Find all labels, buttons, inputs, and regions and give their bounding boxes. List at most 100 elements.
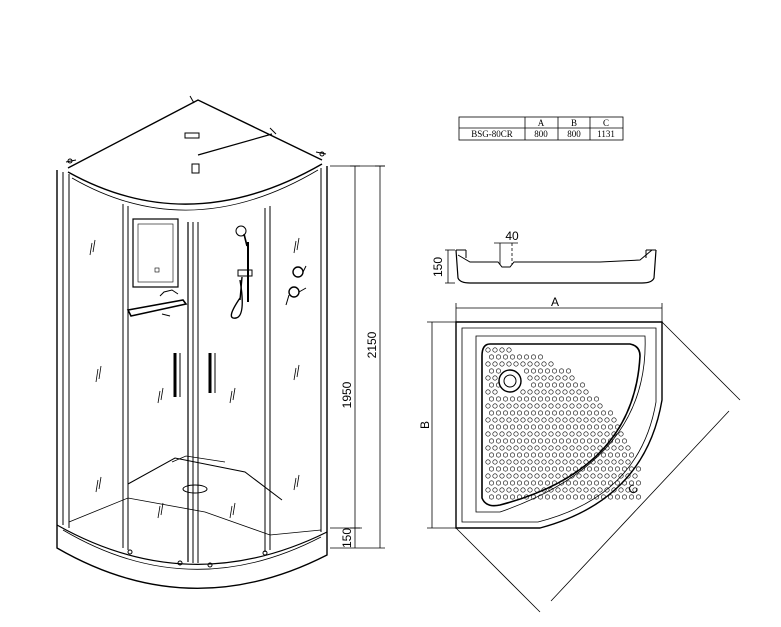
anti-slip-dot — [534, 473, 540, 479]
anti-slip-dot — [492, 473, 498, 479]
anti-slip-dot — [621, 480, 627, 486]
anti-slip-dot — [495, 480, 501, 486]
anti-slip-dot — [555, 459, 561, 465]
anti-slip-dot — [572, 396, 578, 402]
cabin-dimension-lines — [330, 165, 385, 549]
anti-slip-dot — [614, 438, 620, 444]
anti-slip-dot — [499, 417, 505, 423]
anti-slip-dot — [548, 473, 554, 479]
anti-slip-dot — [597, 445, 603, 451]
anti-slip-dot — [537, 452, 543, 458]
anti-slip-dot — [530, 410, 536, 416]
anti-slip-dot — [618, 445, 624, 451]
anti-slip-dot — [548, 361, 554, 367]
anti-slip-dot — [621, 438, 627, 444]
anti-slip-dot — [527, 445, 533, 451]
anti-slip-dot — [485, 417, 491, 423]
anti-slip-dot — [516, 452, 522, 458]
anti-slip-dot — [499, 445, 505, 451]
anti-slip-dot — [534, 361, 540, 367]
anti-slip-dot — [492, 431, 498, 437]
anti-slip-dot — [537, 410, 543, 416]
anti-slip-dot — [600, 438, 606, 444]
anti-slip-dot — [495, 354, 501, 360]
anti-slip-dot — [502, 438, 508, 444]
anti-slip-dot — [509, 424, 515, 430]
anti-slip-dot — [576, 445, 582, 451]
anti-slip-dot — [555, 473, 561, 479]
anti-slip-dot — [516, 396, 522, 402]
dimension-total-height: 2150 — [365, 331, 379, 358]
anti-slip-dot — [537, 396, 543, 402]
anti-slip-dot — [544, 410, 550, 416]
anti-slip-dot — [506, 417, 512, 423]
anti-slip-dot — [604, 459, 610, 465]
anti-slip-dot — [607, 410, 613, 416]
anti-slip-dot — [548, 403, 554, 409]
anti-slip-dot — [590, 431, 596, 437]
anti-slip-dot — [597, 431, 603, 437]
anti-slip-dot — [565, 382, 571, 388]
anti-slip-dot — [534, 403, 540, 409]
anti-slip-dot — [600, 494, 606, 500]
anti-slip-dot — [502, 396, 508, 402]
anti-slip-dot — [611, 487, 617, 493]
anti-slip-dot — [485, 487, 491, 493]
plan-side-b-label: B — [418, 421, 432, 429]
anti-slip-dot — [551, 452, 557, 458]
anti-slip-dot — [544, 368, 550, 374]
anti-slip-dot — [586, 466, 592, 472]
cabin-roof — [67, 99, 323, 169]
anti-slip-dot — [562, 389, 568, 395]
spec-model: BSG-80CR — [471, 129, 513, 139]
anti-slip-dot — [611, 459, 617, 465]
anti-slip-dot — [621, 466, 627, 472]
anti-slip-dot — [499, 487, 505, 493]
anti-slip-dot — [558, 410, 564, 416]
anti-slip-dot — [590, 403, 596, 409]
anti-slip-dot — [597, 487, 603, 493]
anti-slip-dot — [590, 417, 596, 423]
anti-slip-dot — [618, 459, 624, 465]
anti-slip-dot — [628, 480, 634, 486]
anti-slip-dot — [583, 403, 589, 409]
anti-slip-dot — [492, 403, 498, 409]
anti-slip-dot — [625, 459, 631, 465]
anti-slip-dot — [516, 480, 522, 486]
anti-slip-dot — [625, 487, 631, 493]
anti-slip-dot — [593, 480, 599, 486]
anti-slip-dot — [527, 487, 533, 493]
spec-header-b: B — [571, 118, 577, 128]
anti-slip-dot — [551, 466, 557, 472]
anti-slip-dot — [499, 473, 505, 479]
anti-slip-dot — [495, 494, 501, 500]
anti-slip-dot — [555, 389, 561, 395]
anti-slip-dot — [558, 424, 564, 430]
anti-slip-dot — [509, 396, 515, 402]
anti-slip-dot — [583, 487, 589, 493]
anti-slip-dot — [558, 452, 564, 458]
anti-slip-dot — [555, 445, 561, 451]
anti-slip-dot — [583, 389, 589, 395]
anti-slip-dot — [548, 487, 554, 493]
anti-slip-dot — [492, 361, 498, 367]
anti-slip-dot — [502, 424, 508, 430]
anti-slip-dot — [520, 361, 526, 367]
anti-slip-dot — [569, 445, 575, 451]
anti-slip-dot — [492, 459, 498, 465]
anti-slip-dot — [530, 424, 536, 430]
anti-slip-dot — [635, 480, 641, 486]
anti-slip-dot — [534, 375, 540, 381]
profile-depth-label: 40 — [505, 229, 519, 243]
anti-slip-dot — [516, 438, 522, 444]
anti-slip-dot — [527, 459, 533, 465]
anti-slip-dot — [520, 459, 526, 465]
anti-slip-dot — [635, 466, 641, 472]
anti-slip-dot — [625, 445, 631, 451]
anti-slip-dot — [569, 375, 575, 381]
anti-slip-dot — [499, 431, 505, 437]
anti-slip-dot — [495, 396, 501, 402]
anti-slip-dot — [628, 452, 634, 458]
anti-slip-dot — [509, 480, 515, 486]
anti-slip-dot — [611, 445, 617, 451]
